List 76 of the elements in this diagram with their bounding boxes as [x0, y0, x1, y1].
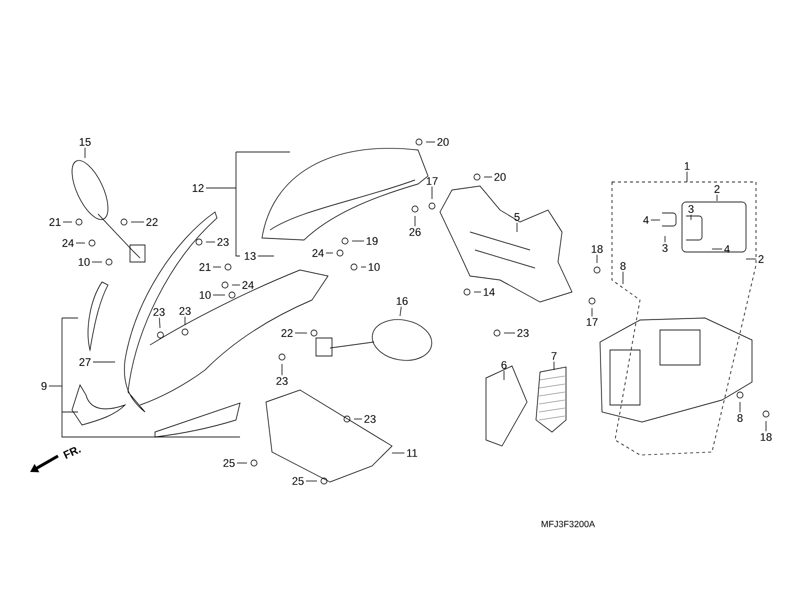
leader-line	[484, 176, 492, 178]
callout-number: 23	[179, 307, 191, 315]
callout-number: 18	[760, 433, 772, 441]
callout-number: 25	[292, 477, 304, 485]
callout-number: 12	[192, 184, 204, 192]
leader-line	[212, 294, 226, 296]
leader-line	[596, 254, 598, 264]
callout-number: 17	[426, 177, 438, 185]
callout-number: 23	[153, 308, 165, 316]
drawing-code: MFJ3F3200A	[542, 520, 595, 528]
callout-number: 14	[484, 288, 495, 296]
leader-line	[686, 171, 688, 182]
callout-number: 21	[49, 218, 61, 226]
callout-number: 9	[41, 382, 47, 390]
leader-line	[236, 462, 248, 464]
leader-line	[184, 316, 186, 326]
leader-line	[392, 452, 405, 454]
callout-number: 23	[517, 329, 529, 337]
leader-line	[504, 332, 516, 334]
leader-line	[690, 214, 692, 220]
leader-line	[712, 248, 722, 250]
callout-number: 4	[724, 245, 730, 253]
leader-line	[664, 236, 666, 243]
leader-line	[294, 332, 308, 334]
callout-number: 2	[758, 255, 764, 263]
callout-number: 8	[737, 414, 743, 422]
callout-number: 27	[79, 358, 91, 366]
callout-number: 19	[366, 237, 378, 245]
callout-number: 5	[514, 213, 520, 221]
callout-number: 8	[620, 262, 626, 270]
callout-number: 6	[502, 361, 507, 369]
leader-line	[76, 242, 86, 244]
leader-line	[400, 306, 402, 316]
callout-number: 1	[684, 162, 690, 170]
callout-number: 7	[552, 352, 557, 360]
callout-number: 3	[688, 205, 694, 213]
callout-number: 10	[200, 291, 211, 299]
callout-number: 10	[368, 263, 380, 271]
leader-line	[326, 252, 334, 254]
callout-number: 16	[396, 297, 408, 305]
leader-line	[159, 317, 160, 328]
callout-number: 26	[409, 228, 421, 236]
leader-line	[746, 258, 756, 260]
callout-number: 24	[242, 281, 254, 289]
callout-number: 11	[407, 449, 418, 457]
callout-number: 24	[312, 249, 324, 257]
leader-line	[232, 284, 240, 286]
leader-line	[516, 222, 518, 232]
leader-line	[212, 266, 222, 268]
callout-number: 23	[217, 238, 229, 246]
callout-number: 23	[364, 415, 376, 423]
callout-number: 15	[80, 138, 91, 146]
leader-line	[622, 271, 624, 284]
direction-label: FR.	[63, 447, 81, 459]
leader-line	[84, 147, 86, 158]
leader-line	[354, 418, 362, 420]
callout-number: 20	[494, 173, 506, 181]
leader-line	[352, 240, 364, 242]
callout-number: 23	[276, 377, 288, 385]
callout-number: 24	[62, 239, 74, 247]
callout-number: 10	[78, 258, 90, 266]
leader-line	[306, 480, 318, 482]
callout-number: 22	[281, 329, 293, 337]
callout-number: 4	[643, 216, 649, 224]
leader-line	[414, 216, 416, 227]
callout-number: 18	[592, 245, 603, 253]
callout-number: 21	[199, 263, 211, 271]
callout-number: 20	[437, 138, 449, 146]
leader-line	[716, 194, 718, 202]
callout-number: 13	[244, 252, 256, 260]
callout-number: 3	[662, 244, 668, 252]
callout-number: 22	[146, 218, 158, 226]
callout-number: 2	[714, 185, 720, 193]
callout-number: 25	[223, 459, 235, 467]
callout-number: 17	[586, 318, 598, 326]
leader-line	[360, 266, 366, 268]
